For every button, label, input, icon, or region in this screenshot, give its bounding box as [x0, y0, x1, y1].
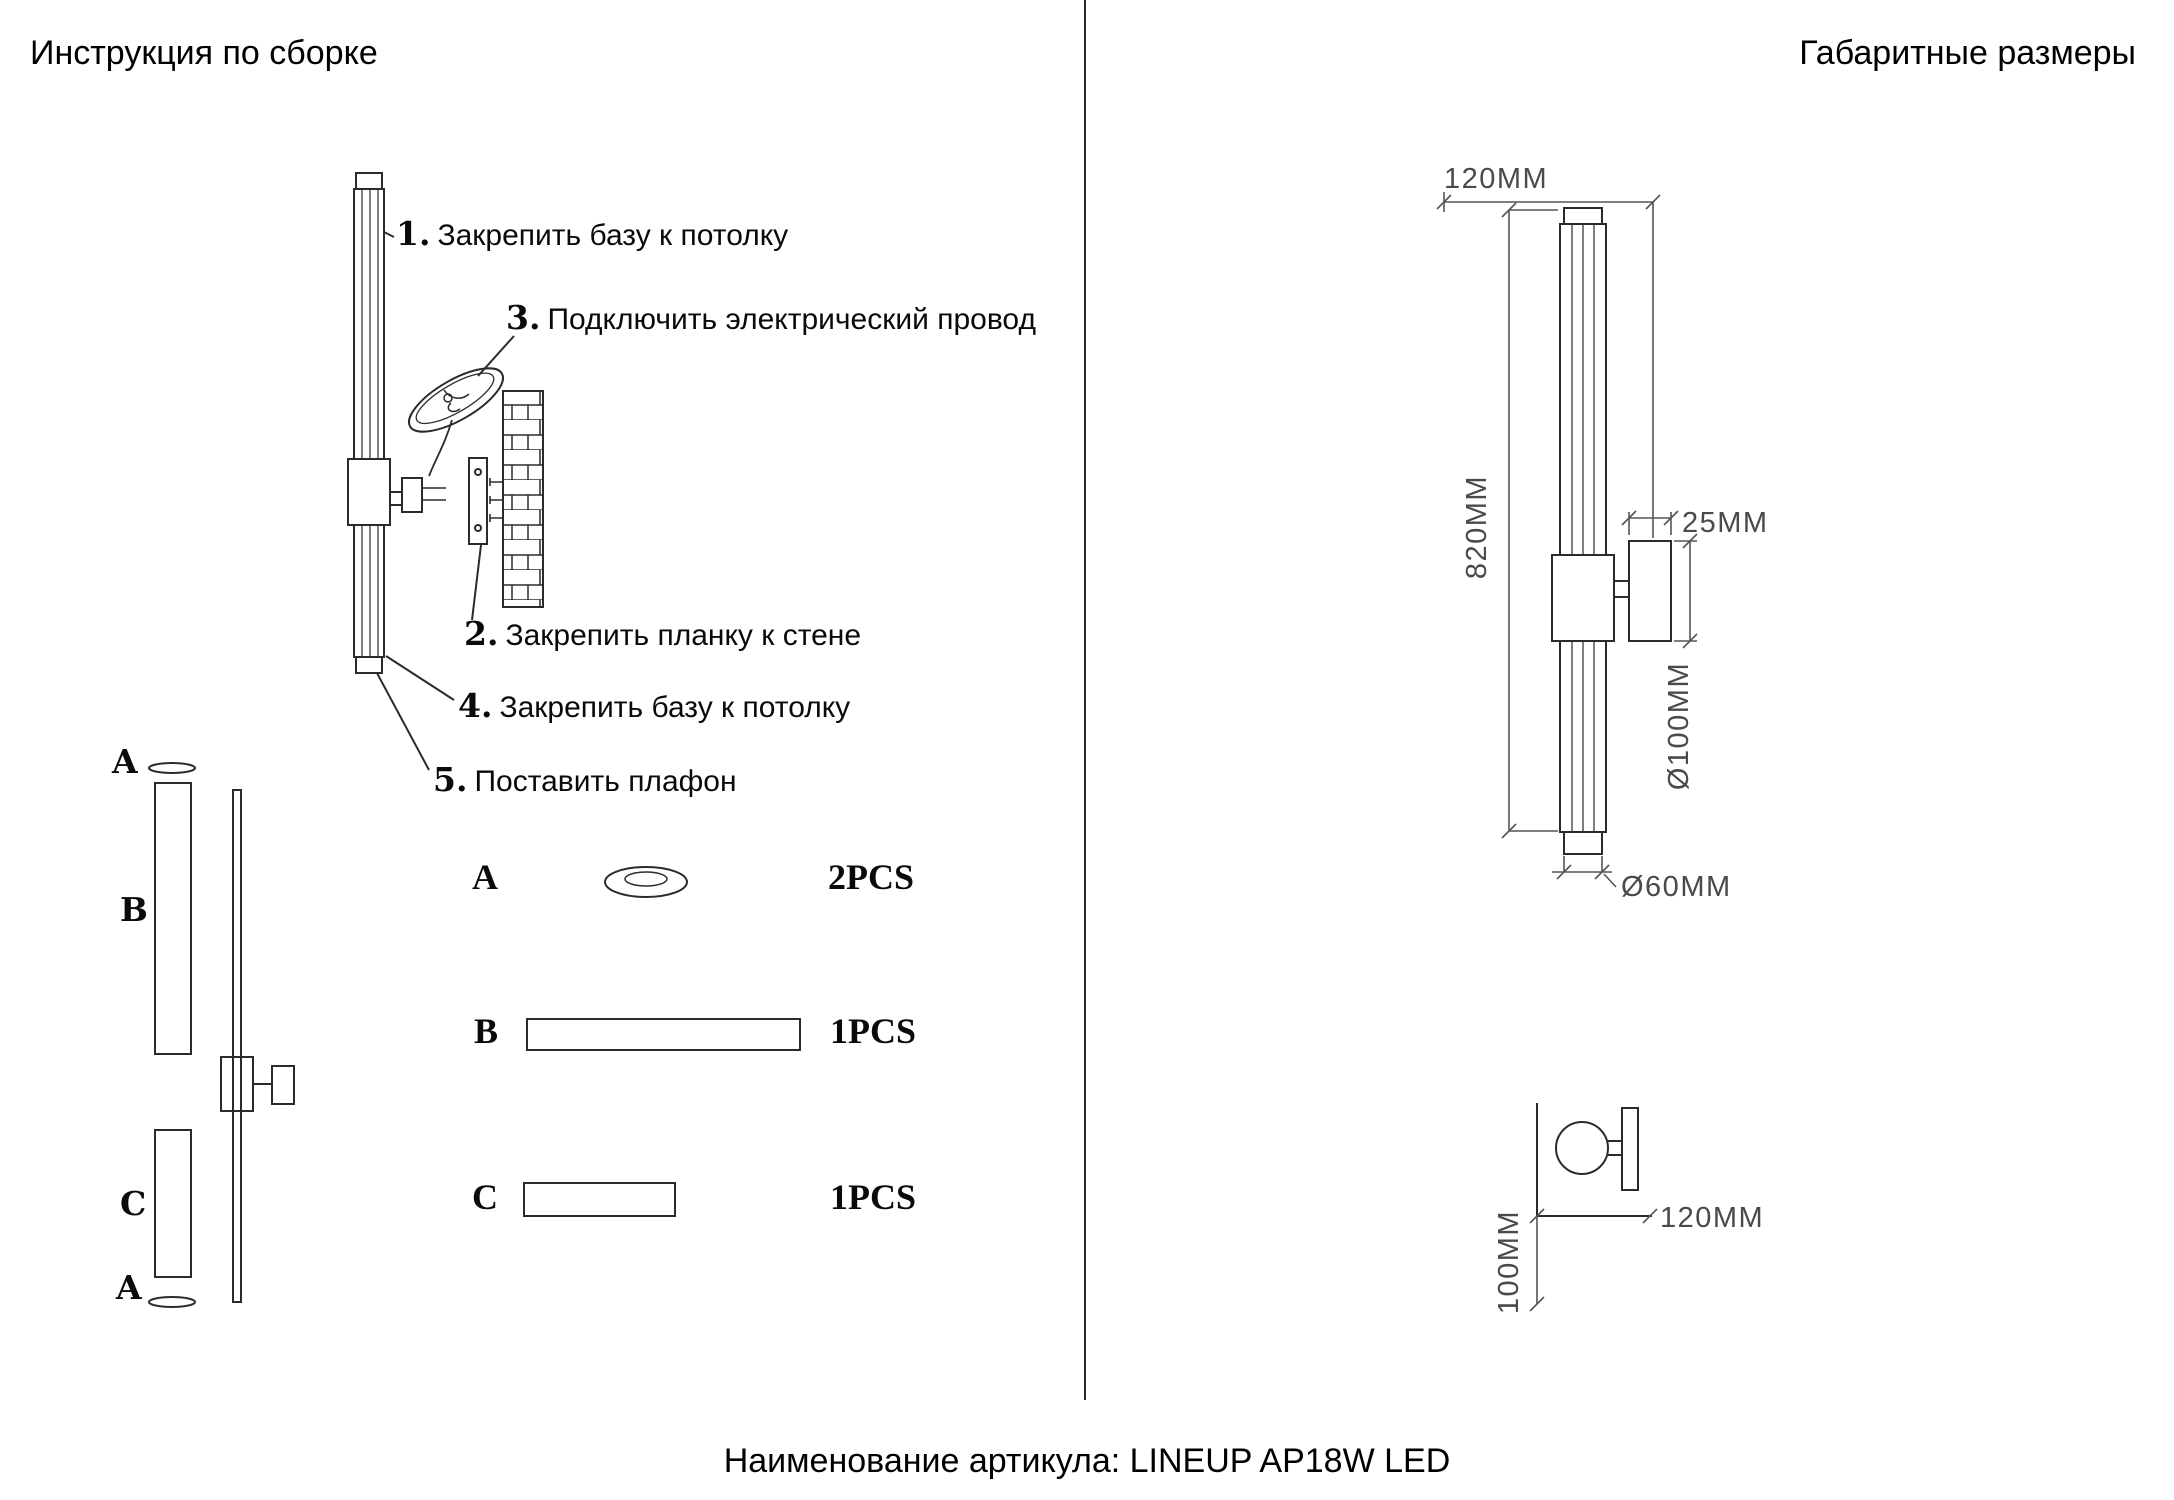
dim-disc-diameter-label: Ø100MM	[1663, 662, 1695, 790]
bracket-plate	[1621, 1107, 1639, 1191]
part-b-label: B	[474, 1011, 499, 1051]
step-5: 5.Поставить плафон	[433, 760, 737, 799]
dim-tube-diameter-label: Ø60MM	[1621, 871, 1732, 903]
assembled-rod	[232, 789, 242, 1303]
part-a-disc-bottom	[148, 1296, 196, 1308]
dim-bracket-depth-label: 120MM	[1660, 1202, 1764, 1234]
wall-corner-lines	[1536, 1103, 1652, 1217]
section-divider	[1084, 0, 1086, 1400]
step-1: 1.Закрепить базу к потолку	[396, 214, 788, 253]
canopy-disc	[408, 367, 504, 433]
dim-lamp-bottom-cap	[1563, 831, 1603, 855]
page-title-dimensions: Габаритные размеры	[1799, 34, 2136, 72]
lamp-center-block	[347, 458, 391, 526]
brick-wall	[502, 390, 544, 608]
dim-height-label: 820MM	[1461, 475, 1493, 579]
lamp-lower-tube	[353, 524, 385, 658]
article-name: Наименование артикула: LINEUP AP18W LED	[723, 1442, 1451, 1480]
dimension-lines	[1436, 192, 1698, 1312]
dim-bracket-height-label: 100MM	[1493, 1210, 1525, 1314]
leader-step-2	[471, 544, 482, 621]
exploded-label-a-top: A	[112, 742, 138, 781]
screws	[489, 478, 502, 522]
step-3-text: Подключить электрический провод	[547, 303, 1036, 336]
assembled-knob	[271, 1065, 295, 1105]
dim-lamp-disc	[1628, 540, 1672, 642]
part-c-label: C	[472, 1177, 498, 1217]
step-4: 4.Закрепить базу к потолку	[458, 686, 850, 725]
part-c-tube	[154, 1129, 192, 1278]
wire-scribble	[443, 389, 470, 413]
step-2: 2.Закрепить планку к стене	[464, 614, 861, 653]
parts-list-shapes	[523, 866, 801, 1217]
dimension-lamp-drawing	[1551, 207, 1672, 855]
dim-lamp-center-block	[1551, 554, 1615, 642]
step-3: 3.Подключить электрический провод	[506, 298, 1036, 337]
step-1-text: Закрепить базу к потолку	[437, 219, 789, 252]
part-a-ring	[604, 866, 688, 898]
exploded-label-b: B	[120, 890, 148, 929]
exploded-label-a-bottom: A	[116, 1268, 142, 1307]
dim-top-width-label: 120MM	[1444, 163, 1548, 195]
mounting-plate	[468, 457, 488, 545]
exploded-label-c: C	[120, 1184, 147, 1223]
assembly-lamp-drawing	[347, 172, 544, 771]
lamp-top-cap	[355, 172, 383, 190]
part-c-qty: 1PCS	[830, 1177, 917, 1217]
part-b-tube	[154, 782, 192, 1055]
leader-step-5	[376, 672, 430, 771]
page-title-assembly: Инструкция по сборке	[30, 34, 378, 72]
step-4-number: 4.	[458, 686, 493, 725]
step-5-text: Поставить плафон	[474, 765, 737, 798]
part-a-disc-top	[148, 762, 196, 774]
step-2-number: 2.	[464, 614, 499, 653]
step-3-number: 3.	[506, 298, 541, 337]
step-1-number: 1.	[396, 214, 431, 253]
electrical-wire	[428, 419, 453, 477]
step-5-number: 5.	[433, 760, 468, 799]
lamp-upper-tube	[353, 188, 385, 460]
part-c-bar	[523, 1182, 676, 1217]
leader-step-3	[477, 335, 515, 377]
exploded-view	[148, 762, 295, 1308]
part-a-qty: 2PCS	[828, 857, 915, 897]
dim-lamp-top-cap	[1563, 207, 1603, 225]
lamp-bottom-cap	[355, 656, 383, 674]
leader-step-1	[383, 231, 395, 238]
part-b-qty: 1PCS	[830, 1011, 917, 1051]
dim-disc-thickness-label: 25MM	[1682, 507, 1769, 539]
part-b-bar	[526, 1018, 801, 1051]
wall-arm	[401, 477, 423, 513]
dim-lamp-arm	[1613, 580, 1630, 598]
step-4-text: Закрепить базу к потолку	[499, 691, 851, 724]
step-2-text: Закрепить планку к стене	[505, 619, 862, 652]
assembled-block	[220, 1056, 254, 1112]
part-a-label: A	[472, 857, 498, 897]
leader-step-4	[385, 655, 455, 701]
bracket-detail-drawing	[1536, 1103, 1652, 1217]
bracket-ball	[1555, 1121, 1609, 1175]
